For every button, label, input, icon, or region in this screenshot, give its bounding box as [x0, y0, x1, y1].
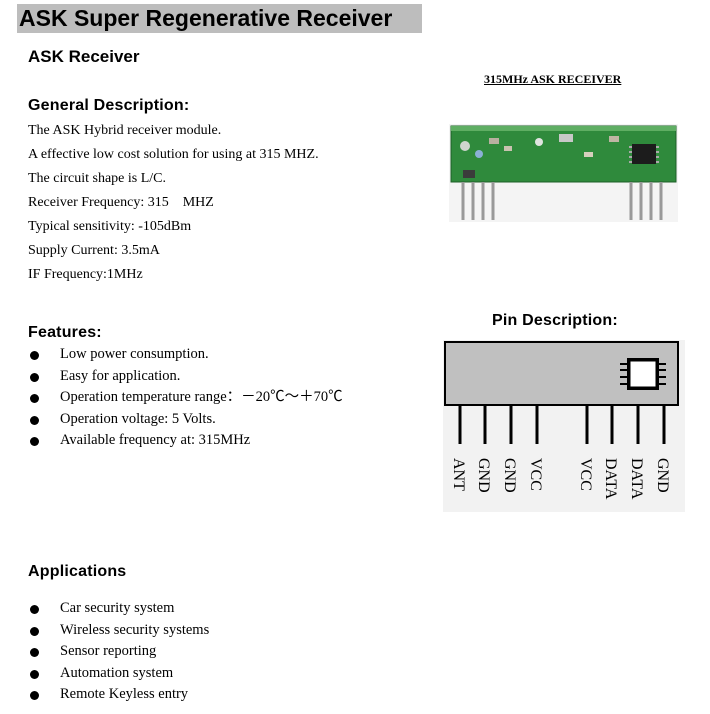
- bullet-icon: [30, 394, 39, 403]
- bullet-icon: [30, 372, 39, 382]
- bullet-icon: [30, 415, 39, 425]
- description-line: Receiver Frequency: 315 MHZ: [28, 195, 214, 210]
- description-line: The circuit shape is L/C.: [28, 171, 167, 186]
- bullet-icon: [30, 626, 39, 636]
- bullet-icon: [30, 648, 39, 657]
- description-line: Typical sensitivity: -105dBm: [28, 219, 192, 234]
- pin-label-vcc: VCC: [527, 458, 544, 491]
- pin-diagram: ANT GND GND VCC VCC DATA DATA GND: [443, 340, 685, 512]
- pin-label-data: DATA: [602, 458, 619, 500]
- chip-icon: [620, 358, 666, 390]
- description-line: Supply Current: 3.5mA: [28, 243, 160, 258]
- general-description-list: The ASK Hybrid receiver module. A effect…: [28, 119, 319, 287]
- bullet-icon: [30, 351, 39, 360]
- figure-caption: 315MHz ASK RECEIVER: [484, 72, 622, 86]
- applications-heading: Applications: [28, 563, 127, 580]
- pin-label-data: DATA: [628, 458, 645, 500]
- pin-label-vcc: VCC: [577, 458, 594, 491]
- section-subtitle: ASK Receiver: [28, 47, 140, 66]
- pin-label-gnd: GND: [501, 458, 518, 493]
- general-description-heading: General Description:: [28, 97, 190, 114]
- features-heading: Features:: [28, 324, 102, 341]
- pin-label-gnd: GND: [475, 458, 492, 493]
- description-line: A effective low cost solution for using …: [28, 147, 319, 162]
- bullet-icon: [30, 437, 39, 446]
- pin-label-gnd: GND: [654, 458, 671, 493]
- bullet-icon: [30, 605, 39, 614]
- pin-label-ant: ANT: [450, 458, 467, 491]
- description-line: The ASK Hybrid receiver module.: [28, 123, 222, 138]
- bullet-icon: [30, 691, 39, 700]
- description-line: IF Frequency:1MHz: [28, 267, 143, 282]
- receiver-module-photo: [449, 124, 678, 222]
- pin-description-heading: Pin Description:: [492, 312, 618, 329]
- bullet-icon: [30, 669, 39, 679]
- document-title: ASK Super Regenerative Receiver: [17, 4, 422, 33]
